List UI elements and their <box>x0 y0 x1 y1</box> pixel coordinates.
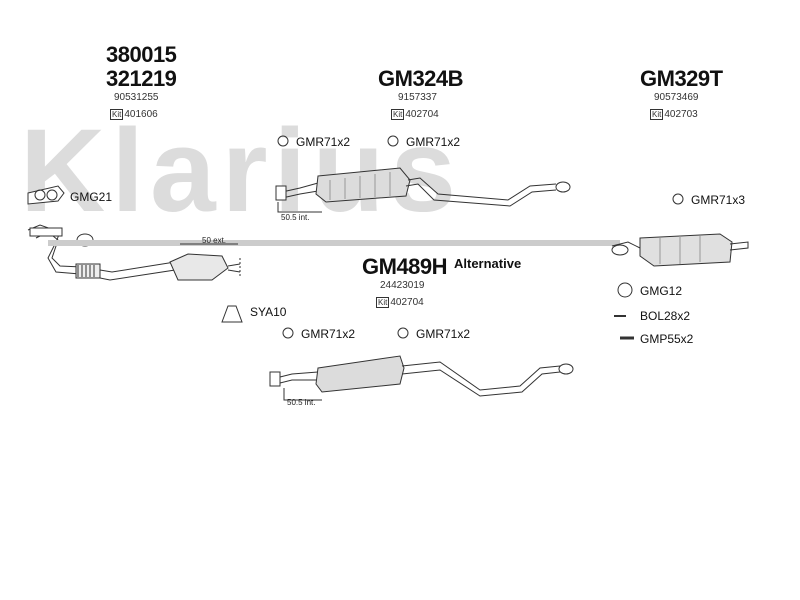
label-gmg12: GMG12 <box>640 284 683 298</box>
label-gmr71-low-b: GMR71x2 <box>416 327 471 341</box>
kit-left: Kit 401606 <box>110 109 158 120</box>
part-code-gm324b: GM324B <box>378 66 464 91</box>
part-code-gm489h: GM489H <box>362 254 448 279</box>
label-gmr71-top-a: GMR71x2 <box>296 135 351 149</box>
alternative-label: Alternative <box>454 256 522 271</box>
gasket-icon-gmg12 <box>617 282 633 298</box>
kit-number-right: 402703 <box>664 108 698 120</box>
kit-label: Kit <box>376 297 390 308</box>
clamp-icon-low-b <box>397 327 409 339</box>
dim-top-int: 50.5 int. <box>281 213 310 222</box>
clamp-icon-top-a <box>277 135 289 147</box>
kit-alt: Kit 402704 <box>376 297 424 308</box>
alternative-pipe-drawing <box>269 355 574 401</box>
clamp-icon-top-b <box>387 135 399 147</box>
oe-ref-alt: 24423019 <box>380 280 425 291</box>
oe-ref-right: 90573469 <box>654 92 699 103</box>
kit-right: Kit 402703 <box>650 109 698 120</box>
part-code-321219: 321219 <box>106 66 177 91</box>
label-gmg21: GMG21 <box>70 190 113 204</box>
oe-ref-mid: 9157337 <box>398 92 437 103</box>
kit-label: Kit <box>650 109 664 120</box>
label-gmr71-low-a: GMR71x2 <box>301 327 356 341</box>
middle-silencer-drawing <box>275 167 571 213</box>
label-bol28: BOL28x2 <box>640 309 691 323</box>
kit-number-mid: 402704 <box>405 108 439 120</box>
label-gmp55: GMP55x2 <box>640 332 694 346</box>
oe-ref-left: 90531255 <box>114 92 159 103</box>
label-gmr71-top-b: GMR71x2 <box>406 135 461 149</box>
dim-low-int: 50.5 int. <box>287 398 316 407</box>
kit-label: Kit <box>391 109 405 120</box>
gasket-gmg21-drawing <box>27 185 65 205</box>
dim-ext: 50 ext. <box>202 236 227 245</box>
kit-label: Kit <box>110 109 124 120</box>
clamp-icon-low-a <box>282 327 294 339</box>
front-pipe-drawing <box>27 224 183 281</box>
label-gmr71-right: GMR71x3 <box>691 193 746 207</box>
rear-silencer-drawing <box>611 233 749 267</box>
kit-mid: Kit 402704 <box>391 109 439 120</box>
label-sya10: SYA10 <box>250 305 287 319</box>
catalytic-converter-drawing <box>169 253 241 281</box>
kit-number-alt: 402704 <box>390 296 424 308</box>
clamp-icon-right <box>672 193 684 205</box>
mount-icon-sya10 <box>221 305 243 323</box>
kit-number-left: 401606 <box>124 108 158 120</box>
part-code-380015: 380015 <box>106 42 177 67</box>
part-code-gm329t: GM329T <box>640 66 723 91</box>
